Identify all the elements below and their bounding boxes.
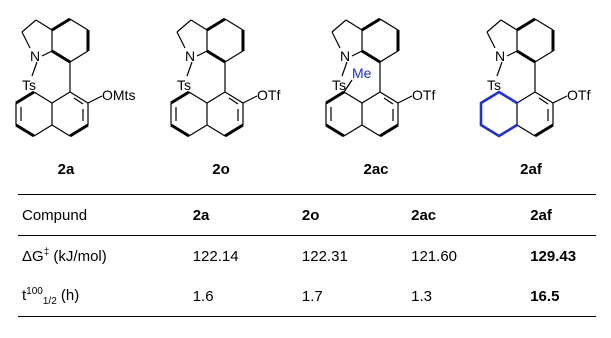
cyclohexane-ring [479,90,518,138]
row-label-delta-g: ΔG‡ (kJ/mol) [18,236,193,277]
header-cell: 2af [530,194,596,236]
label-sup: 100 [26,285,43,297]
table-header-row: Compund 2a 2o 2ac 2af [18,194,596,236]
header-cell: 2ac [411,194,531,236]
label-sub: 1/2 [42,295,57,307]
atom-ts: Ts [22,77,36,93]
label-text: t [22,286,27,304]
compound-label: 2a [58,161,75,178]
table-cell: 1.7 [301,276,412,317]
atom-me: Me [352,65,372,81]
atom-ts: Ts [332,77,346,93]
atom-n: N [340,48,350,64]
table-cell: 1.6 [192,276,302,317]
compound-2a: N Ts OMts 2a [14,17,135,178]
atom-omts: OMts [102,87,135,103]
header-label: Compund [18,194,193,236]
label-unit: (h) [56,286,80,304]
compound-label: 2ac [363,161,388,178]
table-cell: 122.14 [192,247,239,265]
table-row-half-life: t1001/2 (h) 1.6 1.7 1.3 16.5 [18,276,596,317]
table-cell-highlight: 129.43 [530,247,577,265]
atom-ts: Ts [177,77,191,93]
atom-otf: OTf [257,87,280,103]
label-unit: (kJ/mol) [49,248,107,265]
label-sup: ‡ [43,247,50,258]
compound-label: 2o [212,161,230,178]
compound-label: 2af [520,161,543,178]
molecule-structures: N Ts OMts 2a N Ts OTf 2o N Ts Me OTf 2ac… [14,17,590,178]
row-label-half-life: t1001/2 (h) [18,276,193,317]
atom-ts: Ts [487,77,501,93]
table-cell: 122.31 [301,247,348,265]
atom-n: N [495,48,505,64]
label-text: ΔG [22,248,44,265]
header-cell: 2o [301,194,412,236]
atom-otf: OTf [567,87,590,103]
table-cell: 1.3 [411,276,531,317]
table-cell: 121.60 [411,247,458,265]
compound-2ac: N Ts Me OTf 2ac [324,17,435,178]
table-row-delta-g: ΔG‡ (kJ/mol) 122.14 122.31 121.60 129.43 [18,236,596,277]
atom-n: N [30,48,40,64]
data-table: Compund 2a 2o 2ac 2af ΔG‡ (kJ/mol) 122.1… [18,194,596,317]
header-cell: 2a [192,194,302,236]
atom-n: N [185,48,195,64]
compound-2o: N Ts OTf 2o [169,17,280,178]
compound-2af: N Ts OTf 2af [479,17,590,178]
atom-otf: OTf [412,87,435,103]
table-cell-highlight: 16.5 [530,276,596,317]
